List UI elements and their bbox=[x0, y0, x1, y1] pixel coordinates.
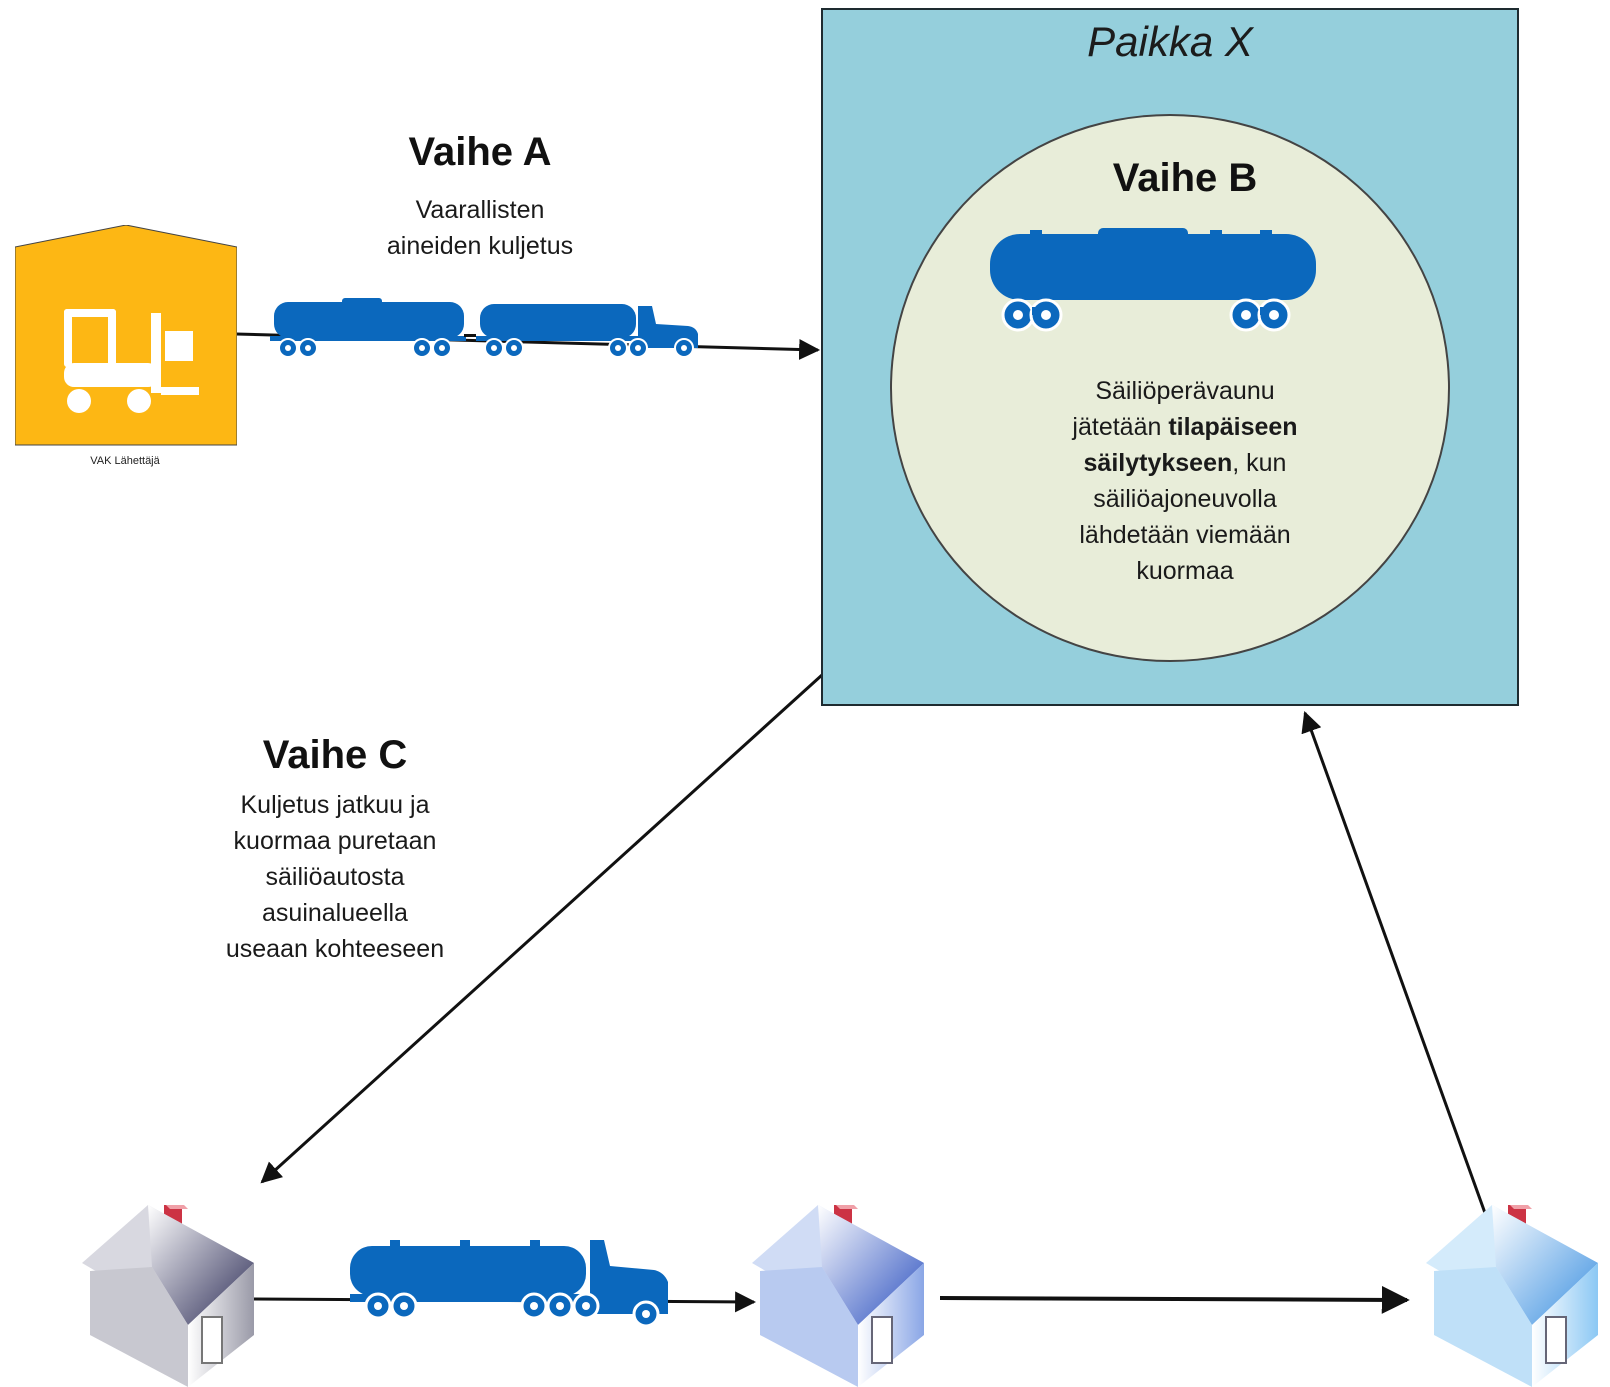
phase-c-line-2: kuormaa puretaan bbox=[233, 827, 437, 855]
house-icon bbox=[752, 1205, 924, 1387]
warehouse-forklift-icon bbox=[15, 225, 237, 446]
phase-c-line-5: useaan kohteeseen bbox=[225, 935, 445, 963]
phase-c-line-3: säiliöautosta bbox=[265, 863, 405, 891]
house-icon bbox=[82, 1205, 254, 1387]
phase-c-line-4: asuinalueella bbox=[262, 899, 408, 927]
house-icon bbox=[1426, 1205, 1598, 1387]
phase-b-title: Vaihe B bbox=[1112, 156, 1258, 200]
phase-b-line-6: kuormaa bbox=[1005, 553, 1365, 589]
phase-a-title: Vaihe A bbox=[408, 130, 552, 174]
phase-b-line-5: lähdetään viemään bbox=[1005, 517, 1365, 553]
phase-c-line-1: Kuljetus jatkuu ja bbox=[240, 791, 430, 819]
sender-label: VAK Lähettäjä bbox=[90, 455, 160, 467]
phase-b-bold-text: säilytykseen bbox=[1083, 449, 1233, 477]
tank-trailer-icon bbox=[990, 228, 1316, 332]
phase-b-description: Säiliöperävaunu jätetään tilapäiseen säi… bbox=[1005, 373, 1365, 589]
phase-b-text: jätetään bbox=[1072, 413, 1169, 441]
phase-a-line-2: aineiden kuljetus bbox=[386, 232, 574, 260]
phase-b-line-1: Säiliöperävaunu bbox=[1005, 373, 1365, 409]
phase-c-title: Vaihe C bbox=[262, 733, 408, 777]
phase-b-circle bbox=[890, 114, 1450, 662]
phase-b-line-2: jätetään tilapäiseen bbox=[1005, 409, 1365, 445]
tanker-truck-icon bbox=[350, 1240, 668, 1328]
arrow-place-to-house-1 bbox=[260, 673, 824, 1184]
phase-b-text: lähdetään viemään bbox=[1079, 521, 1291, 549]
phase-b-text: säiliöajoneuvolla bbox=[1093, 485, 1277, 513]
phase-b-text: kuormaa bbox=[1136, 557, 1234, 585]
phase-c-description: Kuljetus jatkuu ja kuormaa puretaan säil… bbox=[190, 787, 480, 967]
place-x-title: Paikka X bbox=[1087, 18, 1253, 65]
phase-b-line-3: säilytykseen, kun bbox=[1005, 445, 1365, 481]
phase-b-text: , kun bbox=[1232, 449, 1287, 477]
tanker-truck-with-trailer-icon bbox=[270, 298, 698, 358]
phase-a-line-1: Vaarallisten bbox=[415, 196, 545, 224]
phase-b-text: Säiliöperävaunu bbox=[1095, 377, 1275, 405]
arrow-house-2-to-house-3 bbox=[939, 1285, 1410, 1314]
phase-b-line-4: säiliöajoneuvolla bbox=[1005, 481, 1365, 517]
arrow-house-3-to-place bbox=[1301, 711, 1487, 1214]
phase-b-bold-text: tilapäiseen bbox=[1168, 413, 1298, 441]
phase-a-description: Vaarallisten aineiden kuljetus bbox=[320, 192, 640, 264]
